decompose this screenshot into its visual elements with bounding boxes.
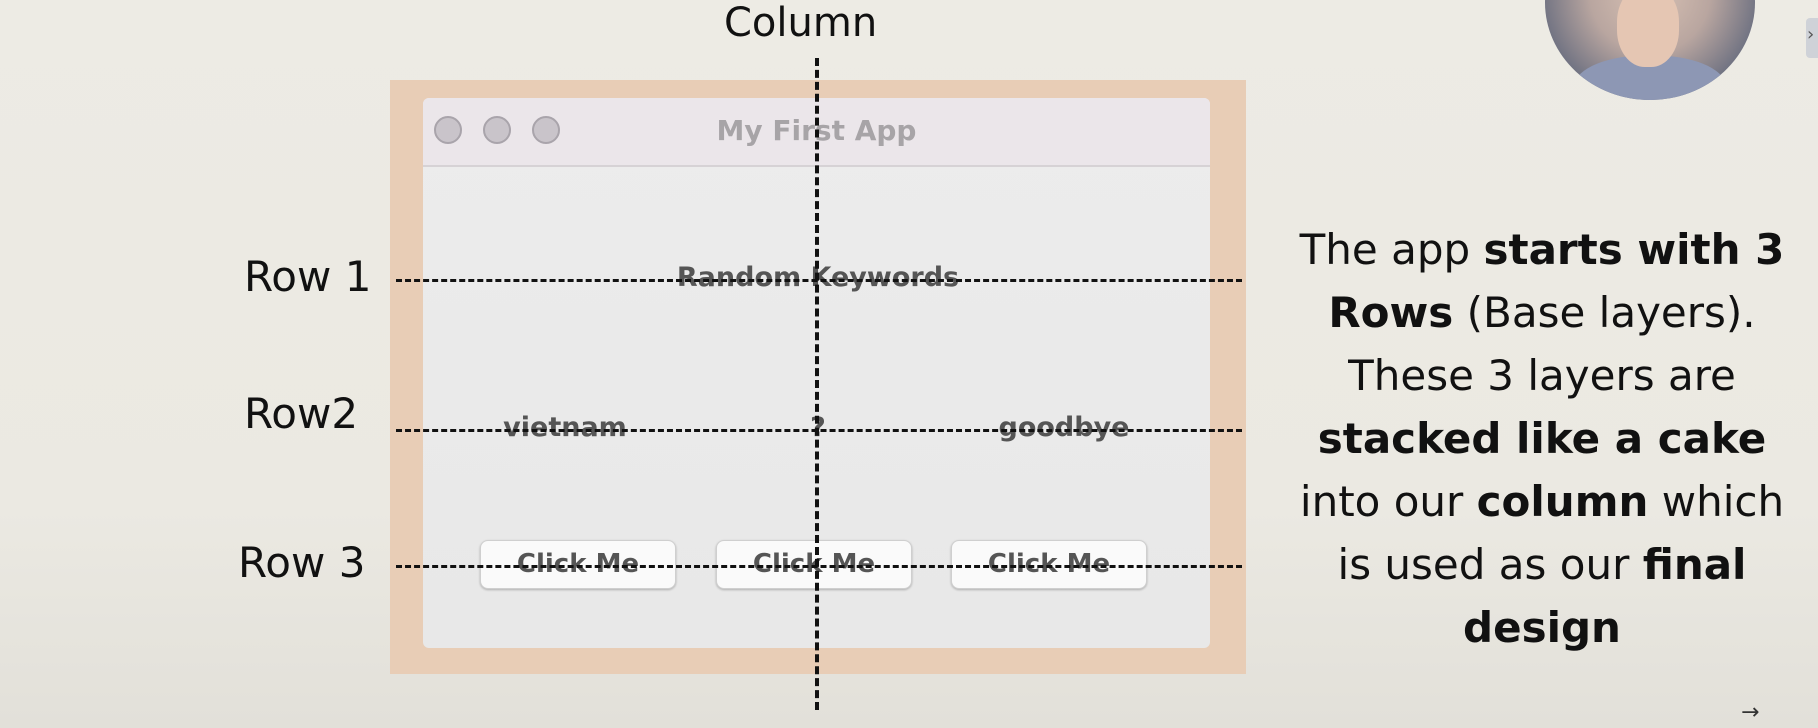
traffic-light-maximize-icon[interactable] [532,116,560,144]
presenter-face [1617,0,1679,67]
click-me-button-2[interactable]: Click Me [716,540,912,589]
traffic-light-minimize-icon[interactable] [483,116,511,144]
row-label-1: Row 1 [244,252,372,301]
column-label: Column [724,0,878,46]
row3-dashed-line [396,565,1242,568]
presenter-webcam [1545,0,1755,100]
explanation-part-2: (Base layers). These 3 layers are [1348,288,1756,400]
explanation-part-3: into our [1299,477,1477,526]
row2-label-goodbye: goodbye [998,412,1130,443]
edge-panel-tab[interactable] [1806,18,1818,58]
click-me-button-3[interactable]: Click Me [951,540,1147,589]
explanation-bold-4: final design [1463,540,1747,652]
row1-dashed-line [396,279,1242,282]
row2-label-vietnam: vietnam [503,412,627,443]
explanation-bold-1: starts with 3 Rows [1328,225,1785,337]
explanation-text: The app starts with 3 Rows (Base layers)… [1280,218,1804,659]
row-label-3: Row 3 [238,538,366,587]
arrow-right-icon[interactable]: → [1741,700,1760,725]
traffic-light-close-icon[interactable] [434,116,462,144]
explanation-bold-3: column [1476,477,1649,526]
explanation-part-1: The app [1299,225,1484,274]
edge-arrow-icon: › [1807,24,1815,45]
explanation-part-4: which is used as our [1337,477,1785,589]
column-dashed-line [815,58,819,710]
explanation-bold-2: stacked like a cake [1317,414,1767,463]
row2-dashed-line [396,429,1242,432]
row-label-2: Row2 [244,389,359,438]
click-me-button-1[interactable]: Click Me [480,540,676,589]
